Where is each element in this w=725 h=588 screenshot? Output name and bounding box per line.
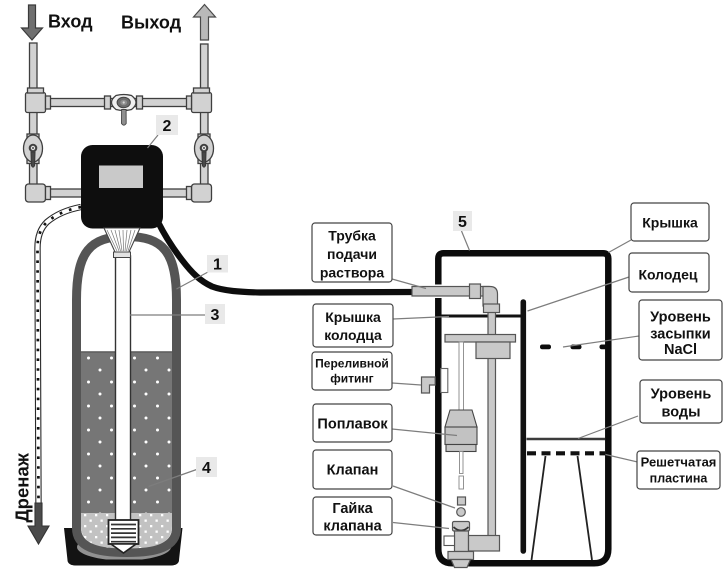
svg-text:засыпки: засыпки [650, 327, 710, 343]
svg-text:воды: воды [662, 405, 701, 421]
svg-text:клапана: клапана [323, 519, 382, 535]
svg-text:Вход: Вход [48, 12, 93, 32]
svg-text:фитинг: фитинг [330, 372, 373, 386]
svg-text:Дренаж: Дренаж [12, 452, 33, 522]
svg-text:Колодец: Колодец [638, 267, 697, 283]
svg-text:Уровень: Уровень [650, 310, 711, 326]
svg-text:Уровень: Уровень [651, 387, 712, 403]
svg-text:1: 1 [213, 257, 222, 274]
svg-text:2: 2 [163, 118, 172, 135]
svg-text:Крышка: Крышка [325, 309, 381, 325]
svg-text:Выход: Выход [121, 13, 182, 33]
svg-text:Переливной: Переливной [315, 357, 389, 371]
svg-text:пластина: пластина [650, 472, 709, 486]
svg-text:Решетчатая: Решетчатая [641, 455, 717, 470]
svg-text:Клапан: Клапан [327, 463, 379, 479]
svg-text:подачи: подачи [327, 246, 377, 262]
svg-text:Гайка: Гайка [332, 501, 373, 517]
svg-text:раствора: раствора [320, 265, 385, 281]
svg-text:NaCl: NaCl [664, 342, 697, 358]
svg-text:4: 4 [202, 460, 211, 477]
svg-text:Поплавок: Поплавок [317, 417, 388, 433]
svg-text:3: 3 [211, 307, 220, 324]
svg-text:Трубка: Трубка [328, 228, 376, 244]
svg-text:колодца: колодца [324, 327, 382, 343]
svg-text:5: 5 [458, 214, 467, 231]
svg-text:Крышка: Крышка [642, 215, 698, 231]
